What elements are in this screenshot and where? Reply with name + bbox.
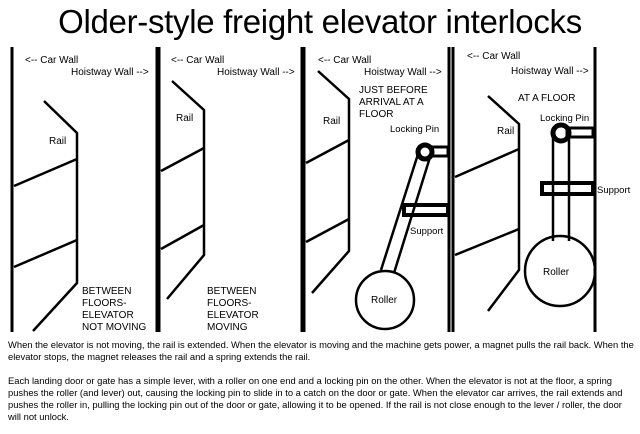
hoistway-wall-label: Hoistway Wall --> — [364, 67, 442, 78]
state-label: AT A FLOOR — [518, 93, 575, 104]
hoistway-wall-label: Hoistway Wall --> — [71, 67, 149, 78]
panel-4 — [451, 47, 597, 332]
panel-2 — [157, 47, 304, 332]
caption-lever-mechanism: Each landing door or gate has a simple l… — [8, 375, 623, 422]
roller — [523, 234, 597, 308]
state-label: BETWEEN FLOORS- ELEVATOR MOVING — [207, 286, 261, 333]
rail-arm-lower — [454, 227, 520, 257]
hoistway-wall-label: Hoistway Wall --> — [511, 66, 589, 77]
hoistway-wall-label: Hoistway Wall --> — [217, 67, 295, 78]
rail-arm-upper — [305, 138, 350, 165]
roller — [354, 269, 416, 331]
rail-label: Rail — [49, 136, 66, 147]
rail-arm-lower — [160, 223, 205, 251]
rail-arm-lower — [305, 217, 350, 244]
locking-pin-bolt — [429, 145, 450, 158]
car-wall-label: <-- Car Wall — [467, 51, 520, 62]
support-label: Support — [410, 226, 444, 237]
lever-left — [379, 150, 421, 271]
locking-pin-label: Locking Pin — [390, 124, 439, 135]
rail — [311, 70, 351, 294]
rail-arm-upper — [160, 146, 205, 173]
rail — [32, 100, 79, 332]
rail-label: Rail — [323, 116, 340, 127]
rail-label: Rail — [176, 113, 193, 124]
interlock-diagram: <-- Car Wall Hoistway Wall --> Rail BETW… — [10, 47, 631, 333]
car-wall-label: <-- Car Wall — [318, 55, 371, 66]
car-wall-label: <-- Car Wall — [171, 55, 224, 66]
rail-arm-upper — [13, 157, 78, 188]
rail-label: Rail — [497, 126, 514, 137]
support-bracket — [540, 181, 595, 196]
locking-pin — [550, 122, 572, 144]
roller-label: Roller — [371, 295, 398, 306]
state-label: JUST BEFORE ARRIVAL AT A FLOOR — [359, 85, 431, 120]
rail — [487, 95, 521, 312]
rail-arm-lower — [13, 238, 78, 269]
locking-pin-bolt — [565, 126, 595, 139]
support-bracket — [402, 203, 450, 217]
car-wall-label: <-- Car Wall — [25, 55, 78, 66]
caption-rail-behavior: When the elevator is not moving, the rai… — [8, 339, 634, 362]
roller-label: Roller — [543, 267, 570, 278]
locking-pin-label: Locking Pin — [540, 113, 589, 124]
rail — [166, 80, 206, 300]
rail-arm-upper — [454, 147, 520, 179]
panel-1 — [10, 47, 159, 332]
page-title: Older-style freight elevator interlocks — [58, 3, 582, 40]
support-label: Support — [597, 185, 631, 196]
state-label: BETWEEN FLOORS- ELEVATOR NOT MOVING — [82, 286, 146, 333]
panel-3 — [302, 47, 451, 332]
